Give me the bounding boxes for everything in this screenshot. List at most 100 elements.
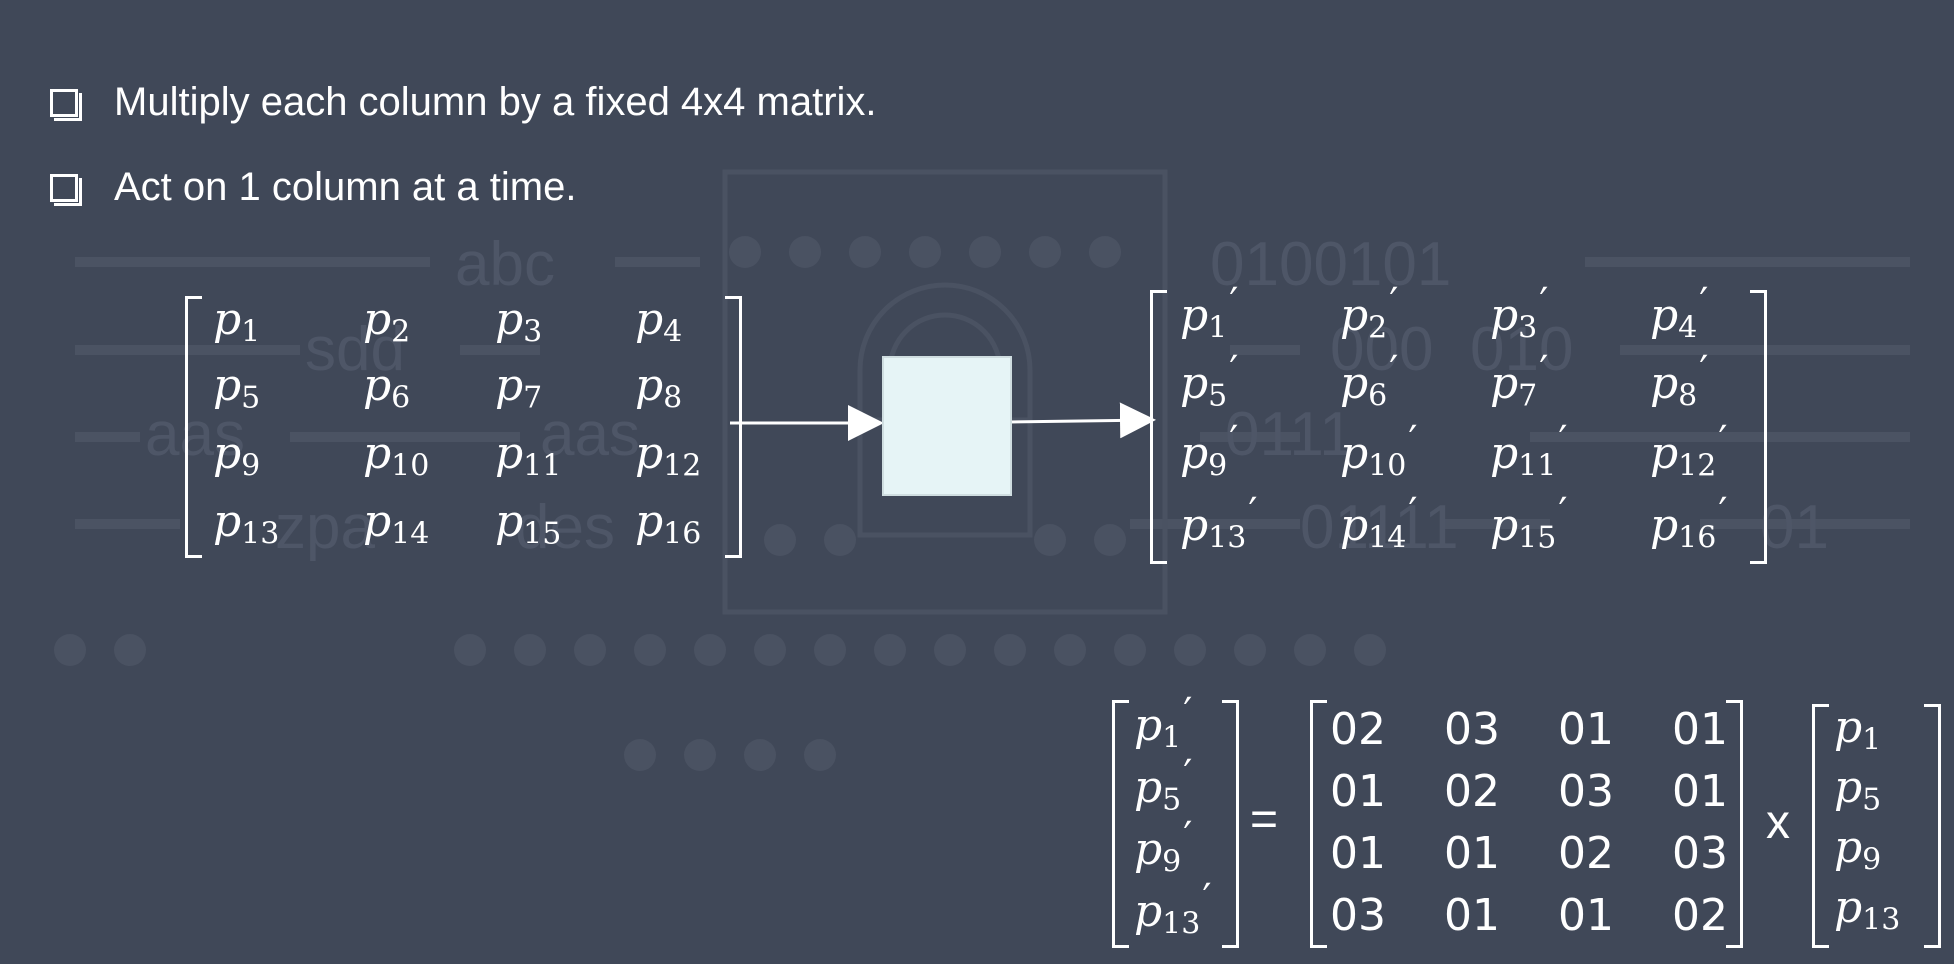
subscript-index: 9	[1862, 842, 1882, 878]
variable-symbol: p	[1650, 500, 1679, 551]
variable-symbol: p	[1134, 886, 1163, 937]
right-bracket	[1924, 704, 1941, 948]
matrix-element: p13′	[1180, 493, 1257, 554]
matrix-coefficient: 01	[1558, 704, 1614, 755]
matrix-element: p16′	[1650, 493, 1727, 556]
prime-mark: ′	[1389, 348, 1399, 394]
watermark-text: 000	[1330, 315, 1433, 384]
left-bracket	[1310, 700, 1327, 948]
right-bracket	[1726, 700, 1743, 948]
subscript-index: 13	[1162, 906, 1201, 942]
process-diagram	[730, 402, 1156, 441]
subscript-index: 14	[1368, 520, 1407, 556]
watermark-text: zpa	[275, 493, 375, 562]
matrix-element: p8′	[1650, 351, 1708, 414]
matrix-element: p9′	[1180, 421, 1238, 484]
prime-mark: ′	[1408, 490, 1418, 536]
subscript-index: 5	[1862, 782, 1882, 818]
multiply-sign: x	[1766, 796, 1790, 849]
matrix-coefficient: 01	[1330, 828, 1386, 879]
matrix-element: p13	[1834, 886, 1900, 936]
watermark-text: 0111	[1225, 400, 1354, 469]
prime-mark: ′	[1229, 280, 1239, 326]
variable-symbol: p	[1834, 762, 1863, 813]
subscript-index: 2	[1368, 310, 1388, 346]
subscript-index: 8	[663, 380, 683, 416]
variable-symbol: p	[1134, 762, 1163, 813]
matrix-element: p3	[495, 298, 542, 348]
watermark-text: aas	[540, 400, 640, 469]
watermark-text: 01	[1760, 493, 1829, 562]
subscript-index: 6	[391, 380, 411, 416]
matrix-coefficient: 01	[1672, 704, 1728, 755]
subscript-index: 9	[241, 448, 261, 484]
left-bracket	[1112, 700, 1129, 948]
subscript-index: 7	[523, 380, 543, 416]
variable-symbol: p	[363, 496, 392, 547]
variable-symbol: p	[1340, 358, 1369, 409]
subscript-index: 12	[1678, 448, 1717, 484]
bullet-item: Multiply each column by a fixed 4x4 matr…	[50, 80, 877, 125]
variable-symbol: p	[635, 496, 664, 547]
subscript-index: 13	[241, 516, 280, 552]
subscript-index: 10	[1368, 448, 1407, 484]
variable-symbol: p	[1180, 428, 1209, 479]
subscript-index: 10	[391, 448, 430, 484]
matrix-element: p2	[363, 298, 410, 348]
variable-symbol: p	[1134, 824, 1163, 875]
watermark-text: abc	[455, 230, 555, 299]
variable-symbol: p	[635, 360, 664, 411]
matrix-coefficient: 02	[1672, 890, 1728, 941]
bullet-text: Multiply each column by a fixed 4x4 matr…	[114, 80, 877, 124]
prime-mark: ′	[1539, 348, 1549, 394]
matrix-element: p12′	[1650, 421, 1727, 484]
matrix-element: p12	[635, 432, 701, 482]
matrix-element: p4	[635, 298, 682, 348]
watermark-text: aas	[145, 400, 245, 469]
watermark-text: 01111	[1300, 493, 1459, 562]
prime-mark: ′	[1389, 280, 1399, 326]
matrix-coefficient: 01	[1444, 828, 1500, 879]
equals-sign: =	[1250, 793, 1279, 846]
matrix-element: p11′	[1490, 421, 1567, 484]
subscript-index: 16	[663, 516, 702, 552]
subscript-index: 1	[1208, 310, 1228, 346]
subscript-index: 4	[1678, 310, 1698, 346]
variable-symbol: p	[213, 496, 242, 547]
subscript-index: 15	[1518, 520, 1557, 556]
subscript-index: 7	[1518, 378, 1538, 414]
subscript-index: 5	[1208, 378, 1228, 414]
prime-mark: ′	[1539, 280, 1549, 326]
matrix-element: p13	[213, 500, 279, 550]
matrix-coefficient: 02	[1444, 766, 1500, 817]
bullet-item: Act on 1 column at a time.	[50, 165, 576, 210]
subscript-index: 1	[241, 314, 261, 350]
matrix-element: p6′	[1340, 351, 1398, 412]
variable-symbol: p	[1134, 700, 1163, 751]
output-arrow	[1009, 402, 1156, 439]
matrix-element: p10	[363, 432, 429, 482]
prime-mark: ′	[1183, 690, 1193, 736]
prime-mark: ′	[1202, 876, 1212, 922]
checkbox-bullet-icon	[50, 173, 82, 206]
subscript-index: 4	[663, 314, 683, 350]
variable-symbol: p	[363, 294, 392, 345]
subscript-index: 9	[1208, 448, 1228, 484]
subscript-index: 8	[1678, 378, 1698, 414]
prime-mark: ′	[1718, 490, 1728, 536]
matrix-element: p16	[635, 500, 701, 550]
prime-mark: ′	[1408, 418, 1418, 464]
prime-mark: ′	[1248, 490, 1258, 536]
variable-symbol: p	[635, 294, 664, 345]
subscript-index: 2	[391, 314, 411, 350]
subscript-index: 11	[523, 448, 562, 484]
subscript-index: 12	[663, 448, 702, 484]
subscript-index: 11	[1518, 448, 1557, 484]
subscript-index: 16	[1678, 520, 1717, 556]
left-bracket	[185, 296, 202, 558]
variable-symbol: p	[213, 294, 242, 345]
prime-mark: ′	[1229, 418, 1239, 464]
